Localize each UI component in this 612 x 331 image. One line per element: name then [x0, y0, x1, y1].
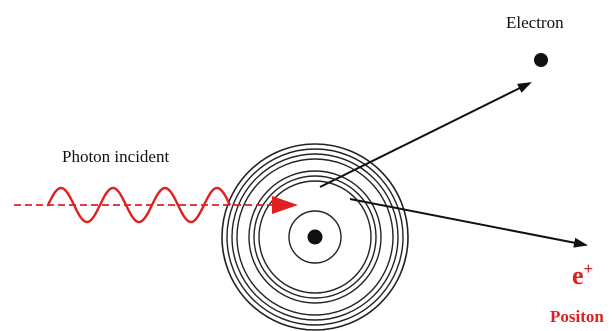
- electron-dot: [534, 53, 548, 67]
- nucleus: [307, 229, 323, 245]
- positron-symbol-letter: e: [572, 261, 584, 290]
- middle-shell-ring-2: [253, 175, 377, 299]
- photon-wave: [46, 186, 231, 224]
- inner-shell-ring: [288, 210, 342, 264]
- electron-track-arrow: [319, 82, 532, 188]
- atom: [221, 143, 409, 331]
- photon-incident: [14, 186, 298, 224]
- outer-shell-ring-4: [236, 158, 394, 316]
- positron-label: Positon: [550, 307, 604, 326]
- positron-symbol: e+: [572, 259, 593, 290]
- outer-shell-ring-2: [226, 148, 404, 326]
- positron-charge: +: [584, 259, 594, 278]
- photon-label: Photon incident: [62, 147, 169, 166]
- electron-label: Electron: [506, 13, 564, 32]
- middle-shell-ring-3: [258, 180, 372, 294]
- middle-shell-ring-1: [248, 170, 382, 304]
- outer-shell-ring-3: [231, 153, 399, 321]
- photon-arrowhead: [272, 196, 298, 214]
- outer-shell-ring-1: [221, 143, 409, 331]
- positron-track-arrow: [349, 198, 588, 248]
